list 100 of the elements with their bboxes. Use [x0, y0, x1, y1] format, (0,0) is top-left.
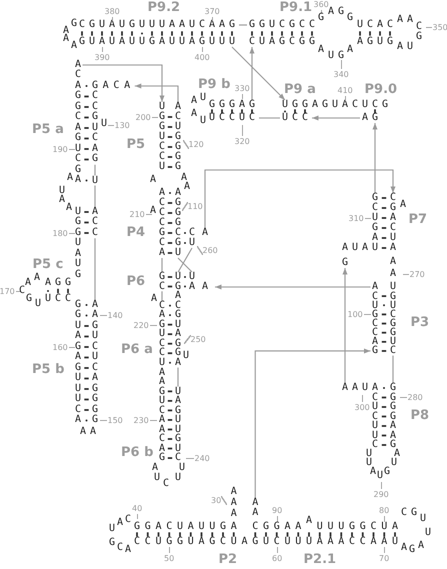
nucleotide-letter: A	[150, 294, 158, 304]
nucleotide-letter: U	[420, 514, 426, 524]
nucleotide-sequence: ACUGCCAG	[370, 282, 380, 356]
nucleotide-letter: G	[384, 467, 390, 477]
nucleotide-sequence: GCUGAU	[370, 193, 380, 253]
nucleotide-letter: A	[396, 15, 404, 25]
helix-label: P4	[126, 226, 146, 240]
nucleotide-letter: U	[328, 51, 334, 61]
position-number: 310	[348, 214, 371, 222]
nucleotide-letter: U	[178, 463, 186, 473]
nucleotide-letter: U	[154, 473, 160, 483]
position-number: 80	[379, 506, 390, 522]
nucleotide-letter: G	[26, 294, 32, 304]
nucleotide-letter: G	[338, 7, 344, 17]
nucleotide-letter: A	[24, 278, 32, 288]
nucleotide-sequence: GGUCGCC	[247, 20, 319, 30]
nucleotide-sequence: GGACUAUUGA	[132, 522, 242, 532]
backbone-line	[178, 248, 192, 272]
helix-label: P6 b	[121, 446, 154, 460]
backbone-line	[258, 117, 280, 119]
position-number: 330	[234, 84, 250, 98]
nucleotide-letter: U	[200, 116, 206, 126]
connector-arrow	[232, 46, 286, 100]
position-number: 350	[426, 22, 447, 32]
nucleotide-letter: G	[416, 32, 422, 42]
nucleotide-letter: G	[338, 51, 344, 61]
position-number: 280	[400, 393, 423, 402]
nucleotide-letter: A	[394, 449, 400, 459]
nucleotide-sequence: AAGUCUCAGGGG	[90, 300, 100, 426]
helix-label: P9 a	[284, 83, 316, 97]
nucleotide-letter: U	[406, 42, 414, 52]
nucleotide-letter: U	[366, 458, 372, 468]
nucleotide-letter: A	[396, 42, 404, 52]
nucleotide-sequence: CCUGGUAGCUAGUCUUUAAACCAAU	[132, 537, 403, 547]
position-number: 370	[204, 6, 220, 20]
backbone-line	[177, 368, 179, 387]
nucleotide-sequence: AGUG	[356, 37, 397, 47]
position-number: 220	[134, 320, 157, 330]
nucleotide-sequence: ACC	[90, 206, 100, 238]
nucleotide-letter: A	[58, 195, 66, 205]
position-number: 300	[354, 394, 370, 412]
nucleotide-letter: G	[108, 538, 116, 548]
nucleotide-letter: U	[200, 93, 206, 103]
nucleotide-letter: A	[34, 273, 40, 283]
helix-label: P6 a	[121, 343, 153, 357]
nucleotide-letter: A	[70, 41, 78, 51]
position-number: 340	[334, 60, 349, 78]
nucleotide-letter: A	[370, 467, 376, 477]
nucleotide-letter: A	[418, 541, 424, 551]
nucleotide-letter: A	[150, 175, 156, 185]
backbone-line	[161, 291, 163, 301]
nucleotide-letter: U	[188, 272, 196, 282]
nucleotide-letter: G	[318, 13, 324, 23]
nucleotide-sequence: AUA	[340, 243, 372, 253]
helix-label: P2	[218, 553, 238, 567]
nucleotide-sequence: UCAC	[356, 20, 397, 30]
nucleotide-sequence: ACCCGCA	[158, 188, 166, 258]
position-number: 380	[104, 6, 120, 20]
helix-label: P8	[410, 409, 430, 423]
nucleotide-sequence: GUAUAUUGAUUAGUUU	[77, 37, 239, 47]
nucleotide-letter: A	[328, 7, 334, 17]
nucleotide-sequence: GGGGAAG	[388, 383, 398, 450]
nucleotide-letter: C	[400, 508, 408, 518]
helix-label: P3	[410, 316, 430, 330]
nucleotide-letter: G	[346, 13, 354, 23]
nucleotide-sequence: ACAGGCAGUCGA	[74, 60, 82, 186]
position-number: 230	[134, 416, 157, 424]
connector-arrow	[254, 348, 370, 498]
helix-label: P6	[126, 275, 146, 289]
nucleotide-letter: C	[116, 543, 124, 553]
nucleotide-sequence: AA	[250, 498, 260, 518]
nucleotide-letter: U	[58, 186, 66, 196]
nucleotide-sequence: UGGUAUG	[74, 206, 82, 280]
nucleotide-sequence: UCC	[44, 294, 75, 304]
nucleotide-sequence: AG	[360, 113, 382, 123]
nucleotide-letter: A	[66, 173, 74, 183]
position-number: 130	[108, 120, 130, 130]
position-number: 390	[94, 46, 110, 62]
nucleotide-letter: G	[342, 258, 348, 268]
position-number: 160	[52, 342, 75, 352]
backbone-line	[94, 186, 96, 207]
nucleotide-sequence: AGG	[44, 278, 75, 288]
helix-label: P9.2	[148, 1, 180, 15]
nucleotide-letter: U	[174, 473, 182, 483]
position-number: 200	[136, 112, 158, 122]
nucleotide-letter: U	[376, 471, 384, 481]
nucleotide-letter: U	[92, 176, 98, 186]
nucleotide-letter: U	[108, 524, 116, 534]
connector-arrow	[312, 116, 360, 120]
nucleotide-letter: G	[408, 545, 416, 555]
nucleotide-sequence: ACUGGGG	[174, 102, 182, 172]
nucleotide-letter: A	[184, 182, 190, 192]
helix-label: P9 b	[198, 78, 230, 92]
nucleotide-letter: A	[406, 15, 414, 25]
nucleotide-sequence: UGGUCCU	[158, 102, 166, 172]
helix-label: P5	[126, 138, 146, 152]
nucleotide-letter: U	[182, 351, 190, 361]
position-number: 150	[100, 416, 123, 425]
nucleotide-sequence: CGGAA	[251, 522, 306, 532]
nucleotide-letter: A	[318, 45, 324, 55]
